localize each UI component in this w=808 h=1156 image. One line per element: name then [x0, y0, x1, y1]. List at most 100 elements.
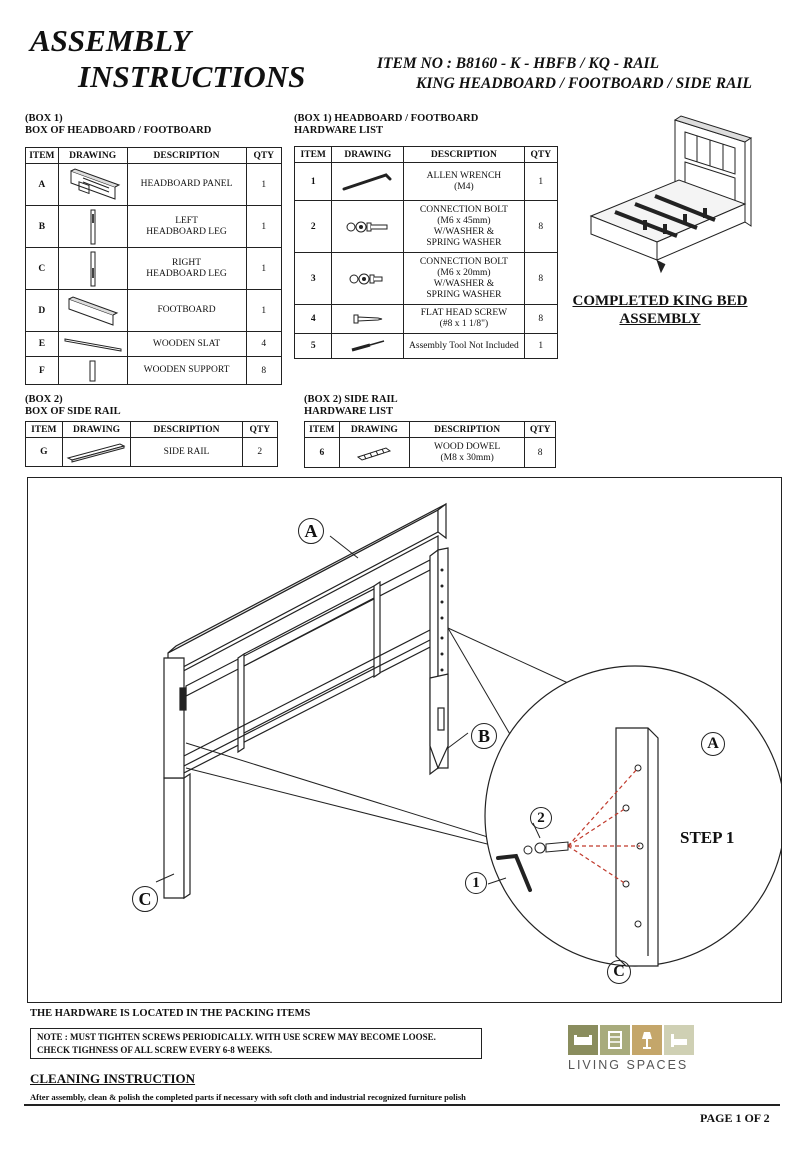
box1-hw-label: (BOX 1) HEADBOARD / FOOTBOARD: [294, 113, 479, 124]
brand-name: LIVING SPACES: [568, 1058, 689, 1072]
description-cell: WOODEN SLAT: [126, 331, 247, 357]
logo-tiles: [568, 1025, 700, 1055]
box2-hardware-table: ITEM DRAWING DESCRIPTION QTY 6 WOOD DOWE…: [304, 421, 556, 468]
callout-1: 1: [465, 872, 487, 894]
qty-cell: 8: [245, 356, 283, 385]
col-description: DESCRIPTION: [126, 147, 247, 164]
completed-bed-drawing: [585, 112, 780, 282]
item-cell: B: [25, 205, 59, 248]
completed-title-line2: ASSEMBLY: [619, 311, 701, 327]
step-label: STEP 1: [680, 828, 735, 847]
sofa-icon: [568, 1025, 598, 1055]
callout-2: 2: [530, 807, 552, 829]
item-number: ITEM NO : B8160 - K - HBFB / KQ - RAIL: [377, 55, 660, 72]
title-instructions: INSTRUCTIONS: [78, 59, 306, 94]
left-leg-drawing: [57, 205, 128, 248]
cleaning-text: After assembly, clean & polish the compl…: [30, 1092, 466, 1102]
col-drawing: DRAWING: [338, 421, 410, 438]
living-spaces-logo: LIVING SPACES: [568, 1025, 700, 1075]
col-drawing: DRAWING: [57, 147, 128, 164]
description-cell: WOODEN SUPPORT: [126, 356, 247, 385]
item-cell: D: [25, 289, 59, 332]
description-cell: CONNECTION BOLT (M6 x 20mm) W/WASHER & S…: [403, 252, 525, 305]
description-cell: LEFT HEADBOARD LEG: [126, 205, 247, 248]
col-qty: QTY: [241, 421, 279, 438]
table-row: 4 FLAT HEAD SCREW (#8 x 1 1/8") 8: [293, 304, 559, 334]
qty-cell: 1: [245, 163, 283, 206]
box1-hardware-table: ITEM DRAWING DESCRIPTION QTY 1 ALLEN WRE…: [293, 146, 559, 359]
item-cell: G: [25, 437, 63, 467]
item-cell: C: [25, 247, 59, 290]
table-row: 6 WOOD DOWEL (M8 x 30mm) 8: [304, 437, 556, 468]
allen-wrench-drawing: [331, 162, 405, 201]
page-number: PAGE 1 OF 2: [700, 1111, 770, 1125]
bolt-long-drawing: [331, 200, 405, 253]
box2-parts-table: ITEM DRAWING DESCRIPTION QTY G SIDE RAIL…: [25, 421, 279, 467]
cleaning-title: CLEANING INSTRUCTION: [30, 1071, 196, 1086]
item-cell: A: [25, 163, 59, 206]
col-description: DESCRIPTION: [403, 146, 525, 163]
zoom-callout-a: A: [701, 732, 725, 756]
qty-cell: 8: [524, 437, 556, 468]
description-cell: ALLEN WRENCH (M4): [403, 162, 525, 201]
callout-a: A: [298, 518, 324, 544]
box2-hw-label: (BOX 2) SIDE RAIL: [304, 394, 398, 405]
screwdriver-drawing: [331, 333, 405, 359]
side-rail-drawing: [61, 437, 132, 467]
box1-parts-table: ITEM DRAWING DESCRIPTION QTY A HEADBOARD…: [25, 147, 283, 385]
step1-diagram-frame: A B C 1 2 A C STEP 1: [27, 477, 782, 1003]
table-row: 1 ALLEN WRENCH (M4) 1: [293, 162, 559, 201]
box2-title: BOX OF SIDE RAIL: [25, 406, 121, 417]
item-cell: 1: [293, 162, 333, 201]
description-cell: CONNECTION BOLT (M6 x 45mm) W/WASHER & S…: [403, 200, 525, 253]
bed-icon: [664, 1025, 694, 1055]
description-cell: WOOD DOWEL (M8 x 30mm): [408, 437, 526, 468]
description-cell: FOOTBOARD: [126, 289, 247, 332]
col-item: ITEM: [25, 147, 59, 164]
completed-title-line1: COMPLETED KING BED: [572, 293, 748, 309]
zoom-callout-c: C: [607, 960, 631, 984]
qty-cell: 1: [245, 247, 283, 290]
table-row: F WOODEN SUPPORT 8: [25, 356, 283, 385]
box2-label: (BOX 2): [25, 394, 63, 405]
description-cell: FLAT HEAD SCREW (#8 x 1 1/8"): [403, 304, 525, 334]
callout-c: C: [132, 886, 158, 912]
col-item: ITEM: [25, 421, 63, 438]
qty-cell: 1: [245, 205, 283, 248]
tighten-note-line1: NOTE : MUST TIGHTEN SCREWS PERIODICALLY.…: [37, 1032, 436, 1042]
table-row: C RIGHT HEADBOARD LEG 1: [25, 247, 283, 290]
col-qty: QTY: [523, 146, 559, 163]
item-cell: 4: [293, 304, 333, 334]
col-description: DESCRIPTION: [408, 421, 526, 438]
screw-drawing: [331, 304, 405, 334]
dresser-icon: [600, 1025, 630, 1055]
col-item: ITEM: [304, 421, 340, 438]
item-cell: E: [25, 331, 59, 357]
slat-drawing: [57, 331, 128, 357]
col-item: ITEM: [293, 146, 333, 163]
callout-b: B: [471, 723, 497, 749]
table-row: G SIDE RAIL 2: [25, 437, 279, 467]
tighten-note: NOTE : MUST TIGHTEN SCREWS PERIODICALLY.…: [30, 1028, 482, 1059]
hardware-location-note: THE HARDWARE IS LOCATED IN THE PACKING I…: [30, 1008, 311, 1019]
footboard-drawing: [57, 289, 128, 332]
qty-cell: 1: [523, 333, 559, 359]
box2-hw-title: HARDWARE LIST: [304, 406, 393, 417]
description-cell: Assembly Tool Not Included: [403, 333, 525, 359]
lamp-icon: [632, 1025, 662, 1055]
description-cell: HEADBOARD PANEL: [126, 163, 247, 206]
table-row: 3 CONNECTION BOLT (M6 x 20mm) W/WASHER &…: [293, 252, 559, 305]
item-cell: 2: [293, 200, 333, 253]
col-drawing: DRAWING: [331, 146, 405, 163]
col-description: DESCRIPTION: [130, 421, 243, 438]
qty-cell: 1: [523, 162, 559, 201]
support-drawing: [57, 356, 128, 385]
description-cell: SIDE RAIL: [130, 437, 243, 467]
qty-cell: 8: [523, 200, 559, 253]
qty-cell: 2: [241, 437, 279, 467]
box1-title: BOX OF HEADBOARD / FOOTBOARD: [25, 125, 212, 136]
table-row: D FOOTBOARD 1: [25, 289, 283, 332]
title-assembly: ASSEMBLY: [30, 23, 191, 58]
dowel-drawing: [338, 437, 410, 468]
table-row: 5 Assembly Tool Not Included 1: [293, 333, 559, 359]
